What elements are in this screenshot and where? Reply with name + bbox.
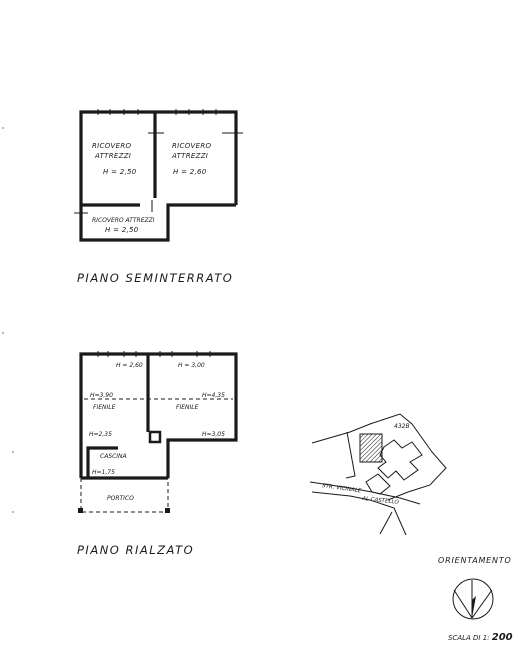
- rial-portico-post-left: [78, 508, 83, 513]
- site-building-small: [365, 473, 391, 495]
- rial-right-name: FIENILE: [176, 404, 199, 411]
- rial-portico-outline: [80, 478, 169, 513]
- rial-left-h: H=3,90: [90, 392, 113, 399]
- semi-room2-name2: ATTREZZI: [171, 152, 208, 160]
- rial-cascina-inner: [86, 446, 118, 478]
- scale-value: 200: [492, 632, 513, 643]
- semi-room1-height: H = 2,50: [103, 168, 137, 176]
- semi-title: PIANO SEMINTERRATO: [77, 271, 233, 285]
- semi-room2-height: H = 2,60: [173, 168, 207, 176]
- rial-outer-wall: [79, 352, 238, 478]
- semi-room1-name2: ATTREZZI: [94, 152, 131, 160]
- rial-h-mid-right: H=3,05: [202, 431, 225, 438]
- site-buildings: [377, 439, 423, 481]
- site-road-2: [311, 491, 407, 536]
- site-boundary: [311, 413, 447, 501]
- rial-cascina-name: CASCINA: [100, 453, 127, 460]
- site-boundary-2: [345, 431, 356, 479]
- rial-portico-label: PORTICO: [107, 495, 134, 502]
- orientation-label: ORIENTAMENTO: [438, 556, 512, 565]
- rial-h-left: H = 2,60: [116, 362, 143, 369]
- semi-room3-name: RICOVERO ATTREZZI: [92, 217, 155, 224]
- scale-prefix: SCALA DI 1:: [448, 634, 490, 642]
- semi-lower-room-wall: [79, 203, 236, 242]
- rial-cascina-height: H=1,75: [92, 469, 115, 476]
- semi-windows: [97, 109, 217, 115]
- scale-label: SCALA DI 1: 200: [448, 632, 513, 643]
- rial-title: PIANO RIALZATO: [77, 543, 194, 557]
- rial-right-h: H=4,35: [202, 392, 225, 399]
- seminterrato-plan: RICOVERO ATTREZZI H = 2,50 RICOVERO ATTR…: [74, 109, 243, 285]
- orientation-block: ORIENTAMENTO SCALA DI 1: 200: [438, 556, 513, 643]
- rial-portico-post-right: [165, 508, 170, 513]
- margin-marks: [2, 127, 14, 513]
- site-road2-label: AL CASTELLO: [361, 496, 400, 506]
- rial-h-mid-left: H=2,35: [89, 431, 112, 438]
- compass-circle: [452, 578, 494, 620]
- compass-needle-icon: [472, 596, 476, 618]
- semi-outer-wall: [79, 110, 238, 205]
- rial-left-name: FIENILE: [93, 404, 116, 411]
- semi-room3-height: H = 2,50: [105, 226, 139, 234]
- site-map: 432B STR. VICINALE AL CASTELLO: [309, 413, 447, 536]
- site-road1-label: STR. VICINALE: [322, 483, 362, 495]
- rial-h-right: H = 3,00: [178, 362, 205, 369]
- semi-room2-name1: RICOVERO: [172, 142, 212, 150]
- semi-room1-name1: RICOVERO: [92, 142, 132, 150]
- rial-windows: [97, 351, 211, 357]
- site-elevation: 432B: [394, 423, 410, 430]
- site-building-hatched: [359, 433, 383, 463]
- rial-pillar: [148, 430, 162, 444]
- rialzato-plan: H = 2,60 H = 3,00 H=3,90 FIENILE H=4,35 …: [77, 351, 238, 557]
- site-road-3: [379, 511, 393, 535]
